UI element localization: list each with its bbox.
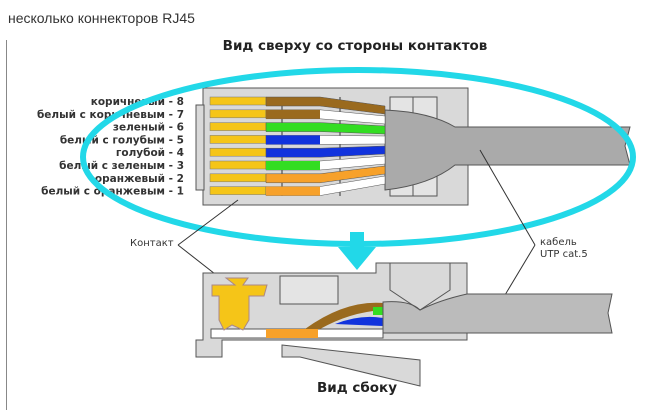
wire-8	[209, 96, 386, 115]
wire-5	[209, 135, 386, 145]
side-view-title: Вид сбоку	[317, 380, 397, 396]
connector-top-view	[195, 87, 631, 206]
wire-label: белый с коричневым - 7	[37, 109, 184, 121]
wire-label: зеленый - 6	[113, 122, 184, 134]
contact-pin	[209, 109, 267, 119]
wire-7	[209, 109, 386, 125]
image-caption: несколько коннекторов RJ45	[8, 10, 195, 26]
contact-pin	[209, 173, 267, 183]
quote-border	[6, 40, 7, 410]
contact-pin	[209, 122, 267, 131]
contact-pin	[209, 186, 267, 195]
contact-pointer	[177, 199, 239, 246]
cable-label-line2: UTP cat.5	[540, 249, 588, 260]
contact-pin	[209, 135, 267, 144]
wire-6	[209, 122, 386, 135]
wire-label: голубой - 4	[116, 147, 184, 159]
cable-label-line1: кабель	[540, 237, 577, 248]
cable-pointer	[479, 149, 536, 246]
connector-side-view	[195, 262, 613, 387]
contact-pin	[209, 96, 267, 106]
wire-label: белый с оранжевым - 1	[41, 186, 184, 198]
wire-label: белый с голубым - 5	[60, 134, 184, 146]
top-view-title: Вид сверху со стороны контактов	[223, 38, 488, 54]
contact-pin	[209, 147, 267, 157]
wire-label: оранжевый - 2	[95, 173, 184, 185]
wire-label: белый с зеленым - 3	[59, 160, 184, 172]
wire-1	[209, 175, 386, 196]
contact-pin	[209, 160, 267, 170]
down-arrow-icon	[338, 232, 376, 270]
wire-2	[209, 165, 386, 184]
wire-4	[209, 145, 386, 158]
wire-3	[209, 155, 386, 171]
contact-label: Контакт	[130, 238, 174, 249]
